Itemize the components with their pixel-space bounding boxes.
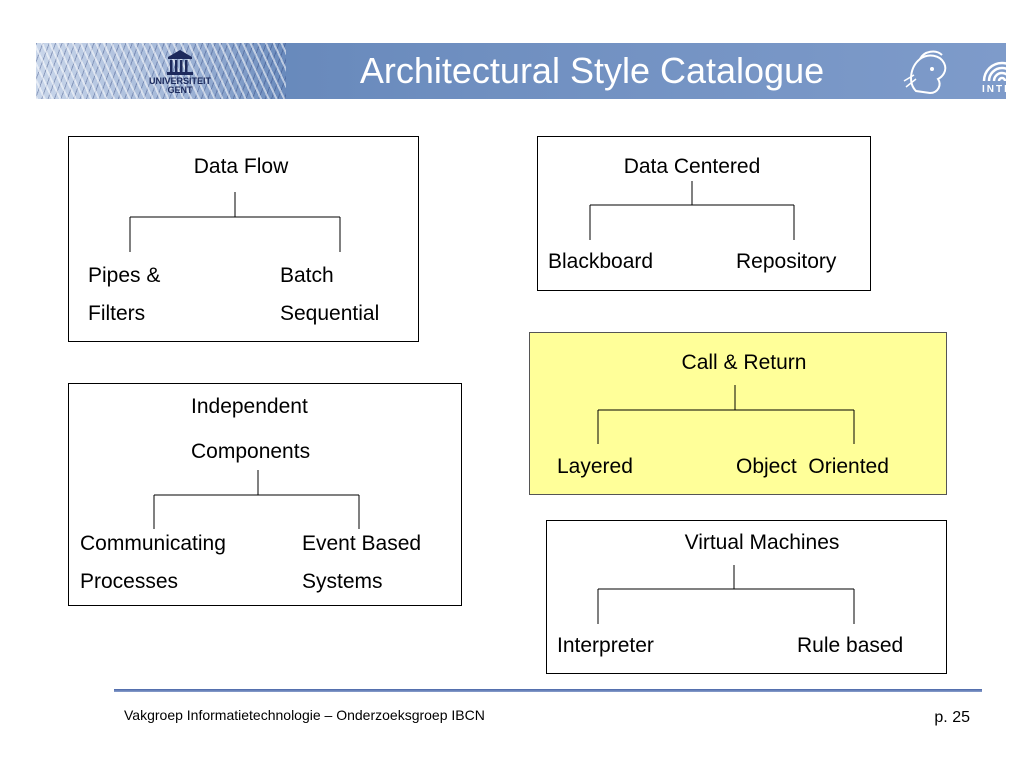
object-oriented-label: Object Oriented [736,455,889,478]
layered-label: Layered [557,455,633,478]
intec-arcs-icon [982,61,1006,82]
independent-components-tree-lines [153,470,360,529]
footer-divider [114,689,982,692]
blackboard-label: Blackboard [548,250,654,273]
page-title: Architectural Style Catalogue [359,50,825,91]
data-centered-tree-lines [589,181,795,240]
intec-logo-text: INTEC [982,84,1006,95]
header-banner: UNIVERSITEIT GENT Architectural Style Ca… [36,43,1006,99]
independent-components-title-line1: Independent [191,395,308,418]
universiteit-gent-logo: UNIVERSITEIT GENT [140,47,220,97]
pallas-head-icon [903,50,947,95]
rule-based-label: Rule based [797,634,904,657]
footer-department-text: Vakgroep Informatietechnologie – Onderzo… [124,707,485,723]
logo-text-universiteit: UNIVERSITEIT [148,76,211,86]
intec-logo: INTEC [974,47,1006,97]
university-building-icon [167,50,193,75]
page-number: p. 25 [934,709,970,726]
pallas-logo [898,47,954,97]
pipes-filters-label-line2: Filters [88,302,146,325]
event-based-systems-label-line1: Event Based [302,532,422,555]
banner-texture [36,43,286,99]
data-flow-tree-lines [129,192,341,252]
box-call-and-return: Call & Return Layered Object Oriented [529,332,947,495]
data-centered-title: Data Centered [623,155,761,178]
communicating-processes-label-line2: Processes [80,570,179,593]
data-flow-title: Data Flow [193,155,289,178]
call-return-title: Call & Return [681,351,807,374]
communicating-processes-label-line1: Communicating [80,532,226,555]
batch-sequential-label-line2: Sequential [280,302,380,325]
call-return-tree-lines [597,385,855,444]
logo-text-gent: GENT [167,85,193,95]
box-data-flow: Data Flow Pipes & Filters Batch Sequenti… [68,136,419,342]
batch-sequential-label-line1: Batch [280,264,334,287]
box-data-centered: Data Centered Blackboard Repository [537,136,871,291]
box-virtual-machines: Virtual Machines Interpreter Rule based [546,520,947,674]
pipes-filters-label-line1: Pipes & [88,264,161,287]
repository-label: Repository [736,250,837,273]
virtual-machines-tree-lines [597,565,855,624]
virtual-machines-title: Virtual Machines [684,531,840,554]
box-independent-components: Independent Components Communicating Pro… [68,383,462,606]
interpreter-label: Interpreter [557,634,654,657]
event-based-systems-label-line2: Systems [302,570,383,593]
independent-components-title-line2: Components [191,440,311,463]
